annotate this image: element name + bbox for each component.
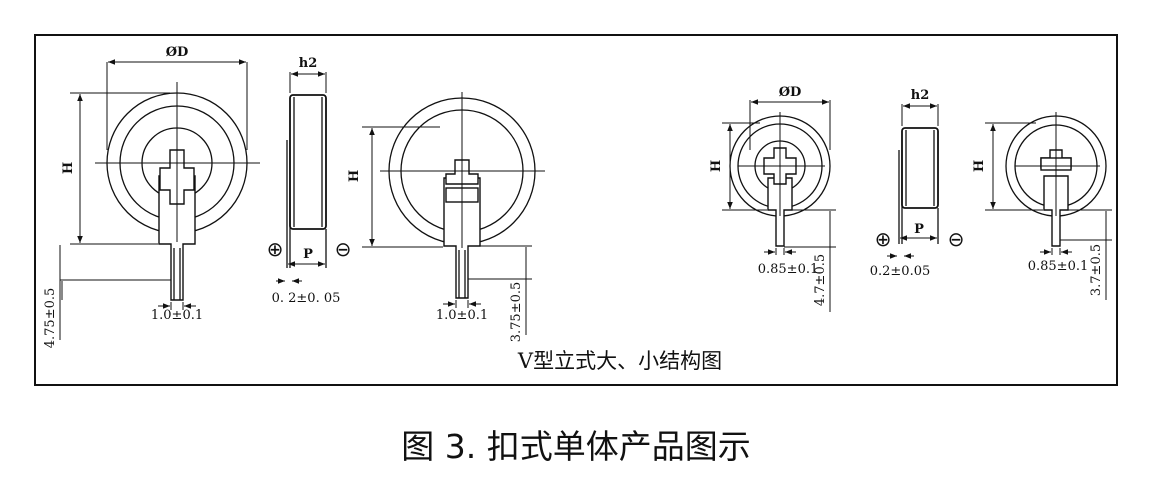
large-back-dimensions: H 1.0±0.1 3.75±0.5 [347, 126, 532, 343]
large-front-view [95, 82, 260, 301]
small-pin-length-front-label: 4.7±0.5 [813, 254, 828, 306]
small-pin-width-front-label: 0.85±0.1 [758, 262, 819, 277]
large-minus-terminal: ⊖ [335, 237, 352, 261]
large-back-pin-width-label: 1.0±0.1 [436, 308, 488, 323]
large-back-view [380, 92, 545, 299]
small-back-dimensions: H 0.85±0.1 3.7±0.5 [972, 122, 1112, 300]
small-lead-thickness-label: 0.2±0.05 [870, 264, 931, 279]
large-pitch-label: P [303, 247, 313, 262]
small-back-view [1005, 112, 1107, 247]
large-diameter-dimension: ØD [106, 45, 248, 150]
large-lead-thickness-label: 0. 2±0. 05 [272, 291, 341, 306]
inner-caption: V型立式大、小结构图 [517, 349, 722, 373]
small-front-view [729, 112, 831, 247]
small-pitch-label: P [914, 222, 924, 237]
large-back-height-label: H [347, 170, 362, 182]
figure-caption: 图 3. 扣式单体产品图示 [401, 427, 750, 466]
large-thickness-label: h2 [299, 56, 318, 71]
large-front-pin-dimensions: 1.0±0.1 4.75±0.5 [43, 245, 203, 348]
small-diameter-label: ØD [779, 85, 802, 100]
small-pin-length-back-label: 3.7±0.5 [1089, 244, 1104, 296]
small-height-label: H [709, 160, 724, 172]
large-pin-length-front-label: 4.75±0.5 [43, 288, 58, 349]
large-side-view: h2 P ⊕ ⊖ 0. 2±0. 05 [267, 56, 352, 306]
diagram-frame [34, 34, 1118, 386]
large-diameter-label: ØD [166, 45, 189, 60]
large-plus-terminal: ⊕ [267, 237, 284, 261]
small-front-dimensions: ØD H 0.85±0.1 4.7±0.5 [709, 85, 836, 312]
large-height-dimension: H [61, 92, 170, 245]
small-side-view: h2 P ⊕ ⊖ 0.2±0.05 [870, 88, 965, 279]
small-thickness-label: h2 [911, 88, 930, 103]
large-height-label: H [61, 162, 76, 174]
small-minus-terminal: ⊖ [948, 227, 965, 251]
small-pin-width-back-label: 0.85±0.1 [1028, 259, 1089, 274]
large-pin-length-back-label: 3.75±0.5 [509, 282, 524, 343]
small-back-height-label: H [972, 160, 987, 172]
large-pin-width-label: 1.0±0.1 [151, 308, 203, 323]
small-plus-terminal: ⊕ [875, 227, 892, 251]
